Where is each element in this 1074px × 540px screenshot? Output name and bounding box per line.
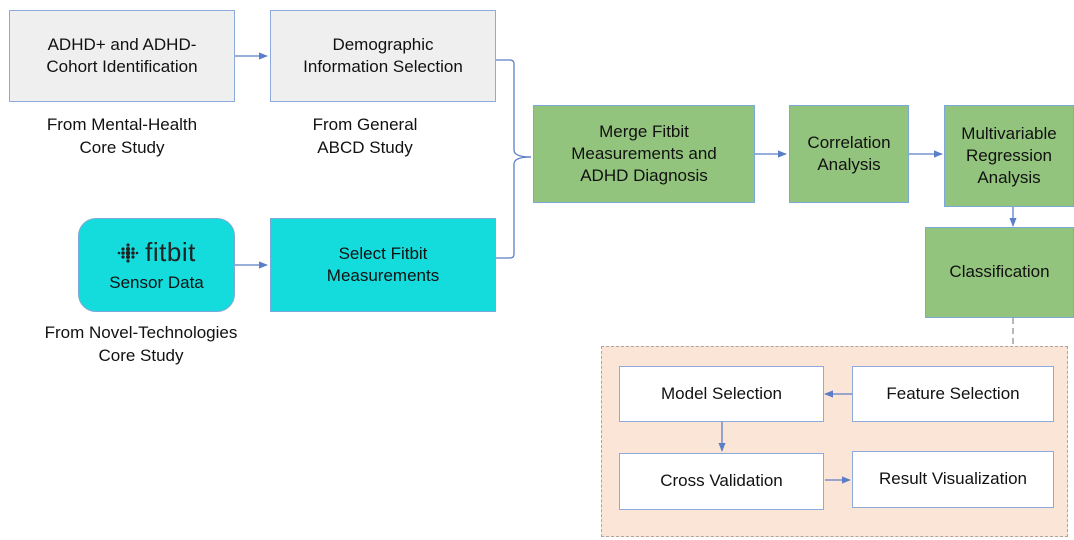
cohort-identification-box: ADHD+ and ADHD- Cohort Identification (9, 10, 235, 102)
fitbit-sensor-box: fitbit Sensor Data (78, 218, 235, 312)
result-visualization-box: Result Visualization (852, 451, 1054, 508)
classification-box: Classification (925, 227, 1074, 318)
caption-novel-technologies: From Novel-Technologies Core Study (44, 323, 238, 365)
bracket-bottom (496, 156, 532, 259)
regression-box: Multivariable Regression Analysis (944, 105, 1074, 207)
fitbit-dots-icon (117, 243, 139, 263)
caption-mental-health: From Mental-Health Core Study (46, 115, 198, 157)
merge-box: Merge Fitbit Measurements and ADHD Diagn… (533, 105, 755, 203)
model-selection-box: Model Selection (619, 366, 824, 422)
correlation-box: Correlation Analysis (789, 105, 909, 203)
caption-general-abcd: From General ABCD Study (312, 115, 418, 157)
cross-validation-box: Cross Validation (619, 453, 824, 510)
demographic-selection-box: Demographic Information Selection (270, 10, 496, 102)
bracket-top (496, 59, 532, 158)
select-fitbit-box: Select Fitbit Measurements (270, 218, 496, 312)
sensor-data-label: Sensor Data (109, 272, 204, 292)
feature-selection-box: Feature Selection (852, 366, 1054, 422)
fitbit-logo: fitbit (117, 236, 196, 270)
fitbit-logo-text: fitbit (145, 237, 196, 268)
